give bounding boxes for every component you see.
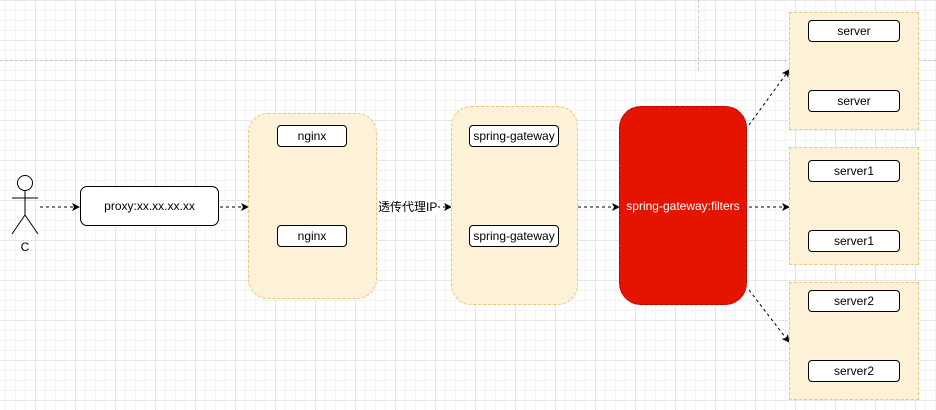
gateway-node-2[interactable]: spring-gateway — [469, 225, 559, 247]
server2-node-1[interactable]: server2 — [808, 290, 900, 312]
edge-filters-to-server2-group[interactable] — [748, 289, 790, 343]
server-node-2[interactable]: server — [808, 90, 900, 112]
gateway-node-1[interactable]: spring-gateway — [469, 125, 559, 147]
edge-label-passthrough-ip: 透传代理IP — [377, 200, 439, 214]
actor-label: C — [20, 240, 30, 254]
server-node-1[interactable]: server — [808, 20, 900, 42]
server1-node-1[interactable]: server1 — [808, 160, 900, 182]
server1-node-2[interactable]: server1 — [808, 230, 900, 252]
nginx-node-2[interactable]: nginx — [277, 225, 347, 247]
actor-figure[interactable] — [11, 175, 39, 235]
server2-node-2[interactable]: server2 — [808, 360, 900, 382]
edge-filters-to-server-group[interactable] — [748, 69, 790, 126]
page-break-guide-horizontal — [0, 60, 936, 61]
page-break-guide-vertical — [698, 0, 699, 70]
nginx-node-1[interactable]: nginx — [277, 125, 347, 147]
proxy-node[interactable]: proxy:xx.xx.xx.xx — [80, 186, 219, 226]
gateway-filters-node[interactable]: spring-gateway:filters — [619, 106, 747, 305]
